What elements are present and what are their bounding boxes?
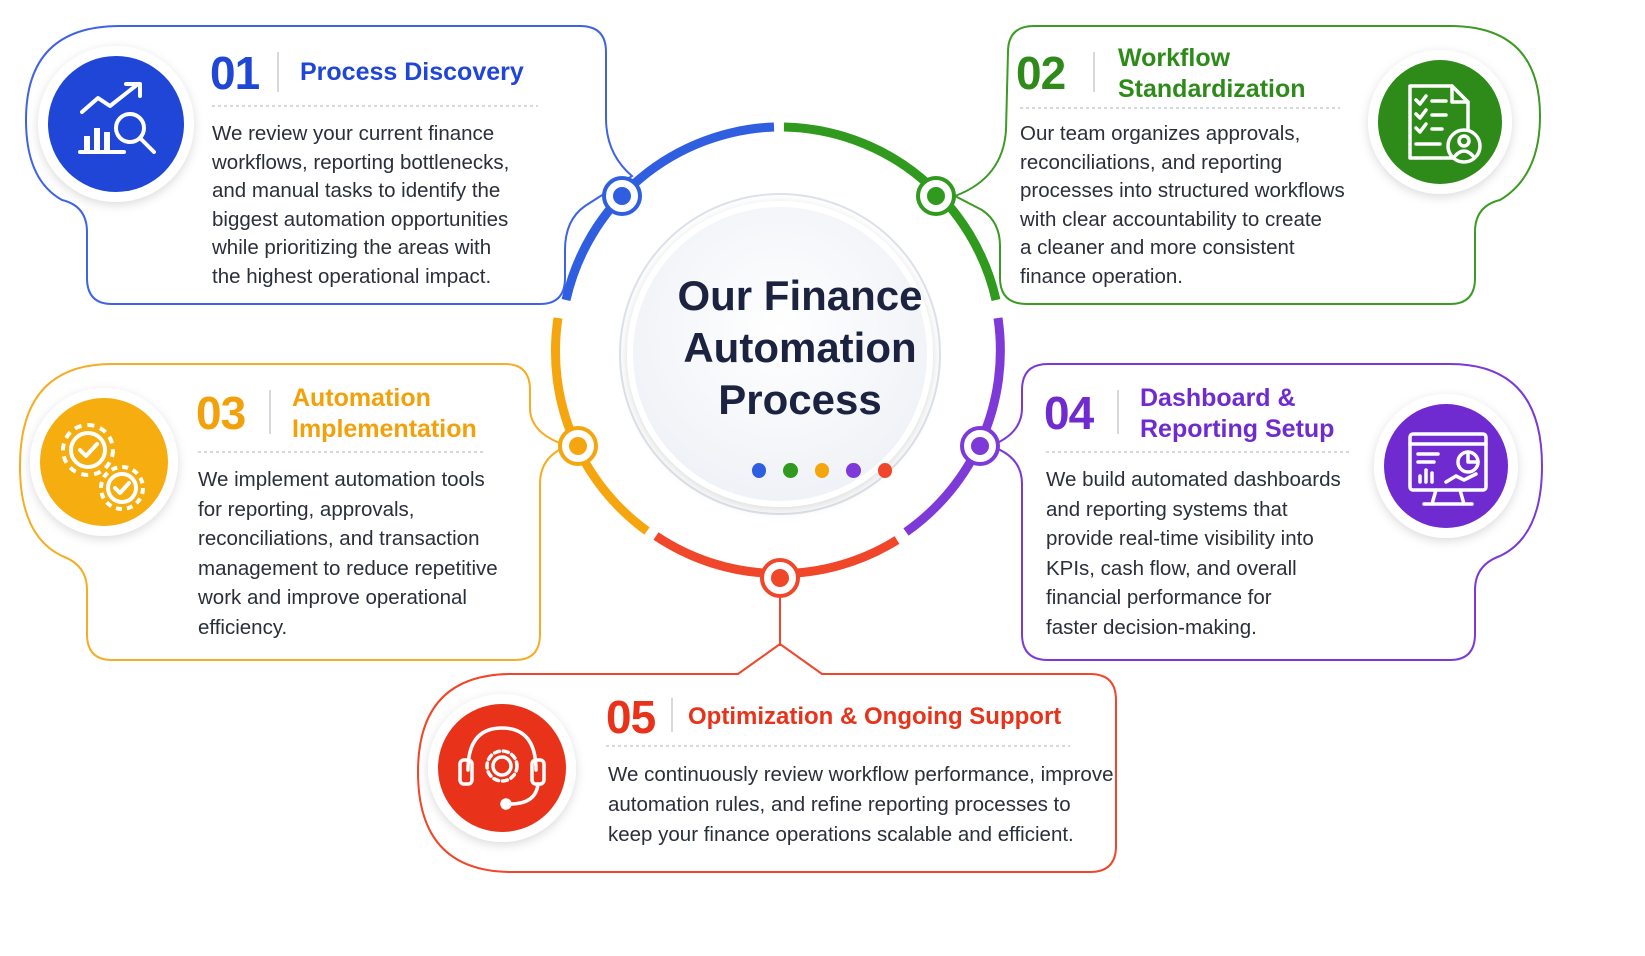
description-line: work and improve operational: [198, 586, 467, 609]
description-line: management to reduce repetitive: [198, 556, 498, 580]
ring-node-05: [760, 558, 800, 598]
description-line: provide real-time visibility into: [1046, 527, 1314, 550]
monitor-dashboard-icon: [1374, 394, 1518, 538]
title-line: Standardization: [1118, 75, 1306, 103]
description-line: for reporting, approvals,: [198, 497, 415, 521]
description-line: and manual tasks to identify the: [212, 179, 501, 202]
description-line: workflows, reporting bottlenecks,: [212, 150, 510, 174]
title-line: Dashboard &: [1140, 384, 1296, 412]
step-05-card: [416, 642, 1117, 873]
description-line: We review your current finance: [212, 122, 495, 145]
ring-node-02: [916, 176, 956, 216]
description-line: faster decision-making.: [1046, 615, 1257, 639]
title-line: Implementation: [292, 415, 477, 443]
description-line: We build automated dashboards: [1046, 468, 1341, 491]
step-01-title: Process Discovery: [300, 58, 524, 86]
center-title-line: Process: [718, 376, 882, 423]
ring-node-01: [602, 176, 642, 216]
step-03-title: Automation Implementation: [292, 383, 477, 445]
title-line: Automation: [292, 384, 431, 412]
headset-gear-icon: [428, 694, 576, 842]
title-line: Workflow: [1118, 44, 1231, 72]
ring-node-03: [558, 426, 598, 466]
center-dot: [846, 463, 861, 478]
ring-node-04: [960, 426, 1000, 466]
description-line: Our team organizes approvals,: [1020, 122, 1301, 145]
step-01-description: We review your current finance workflows…: [212, 120, 509, 291]
description-line: KPIs, cash flow, and overall: [1046, 556, 1297, 580]
step-03-number: 03: [196, 387, 246, 439]
center-dot: [752, 463, 767, 478]
description-line: and reporting systems that: [1046, 497, 1288, 521]
gears-check-icon: [30, 388, 178, 536]
card-separators: [198, 52, 1350, 747]
center-disc: [627, 201, 933, 507]
description-line: while prioritizing the areas with: [212, 236, 492, 259]
step-01-number: 01: [210, 47, 260, 99]
center-dot: [877, 463, 893, 478]
center-color-dots: [752, 463, 893, 479]
step-02-number: 02: [1016, 47, 1066, 99]
description-line: with clear accountability to create: [1020, 207, 1322, 231]
description-line: the highest operational impact.: [212, 264, 492, 288]
step-05-description: We continuously review workflow performa…: [608, 760, 1113, 850]
description-line: biggest automation opportunities: [212, 207, 509, 231]
center-title-line: Automation: [683, 324, 917, 371]
description-line: reconciliations, and transaction: [198, 527, 480, 550]
step-02-description: Our team organizes approvals, reconcilia…: [1020, 120, 1345, 291]
step-04-description: We build automated dashboards and report…: [1046, 465, 1341, 642]
step-04-number: 04: [1044, 387, 1094, 439]
title-line: Reporting Setup: [1140, 415, 1335, 443]
description-line: a cleaner and more consistent: [1020, 236, 1295, 259]
step-05-number: 05: [606, 691, 656, 743]
description-line: finance operation.: [1020, 264, 1183, 288]
step-04-title: Dashboard & Reporting Setup: [1140, 383, 1334, 445]
step-02-title: Workflow Standardization: [1118, 43, 1306, 105]
growth-chart-magnifier-icon: [38, 46, 194, 202]
center-title-line: Our Finance: [677, 272, 923, 319]
center-title: Our Finance Automation Process: [665, 270, 935, 426]
description-line: reconciliations, and reporting: [1020, 150, 1283, 174]
description-line: keep your finance operations scalable an…: [608, 823, 1074, 846]
description-line: efficiency.: [198, 615, 288, 639]
center-dot: [814, 463, 830, 478]
description-line: processes into structured workflows: [1020, 179, 1345, 202]
step-05-title: Optimization & Ongoing Support: [688, 703, 1062, 730]
checklist-document-user-icon: [1368, 50, 1512, 194]
description-line: automation rules, and refine reporting p…: [608, 793, 1071, 816]
description-line: We continuously review workflow performa…: [608, 763, 1114, 786]
description-line: financial performance for: [1046, 586, 1272, 609]
step-03-description: We implement automation tools for report…: [198, 465, 498, 642]
center-dot: [783, 463, 798, 478]
description-line: We implement automation tools: [198, 468, 485, 491]
